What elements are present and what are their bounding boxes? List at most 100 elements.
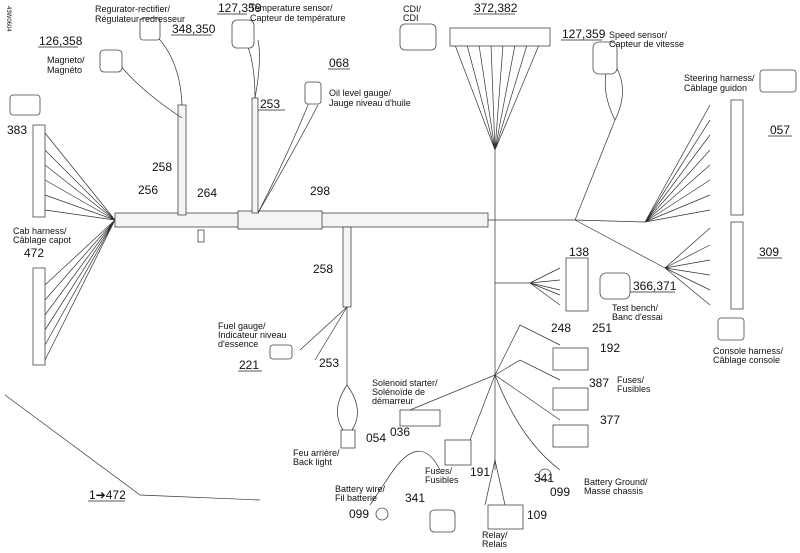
callout-341-ground: 341 bbox=[534, 471, 554, 485]
callout-258-mid: 258 bbox=[313, 262, 333, 276]
label-battery-wire-1: Battery wire/ bbox=[335, 484, 386, 494]
connector-blocks bbox=[9, 17, 797, 533]
callout-377: 377 bbox=[600, 413, 620, 427]
svg-text:Test bench/Banc d'essai: Test bench/Banc d'essai bbox=[612, 303, 663, 322]
callout-reference-472: 1➔472 bbox=[89, 488, 126, 502]
label-oil-2: Jauge niveau d'huile bbox=[329, 98, 411, 108]
label-speed-1: Speed sensor/ bbox=[609, 30, 668, 40]
label-regulator-2: Régulateur-redresseur bbox=[95, 14, 185, 24]
callout-309: 309 bbox=[759, 245, 779, 259]
label-regulator-1: Regurator-rectifier/ bbox=[95, 4, 171, 14]
svg-text:Fuses/Fusibles: Fuses/Fusibles bbox=[425, 466, 459, 485]
relay-109 bbox=[487, 504, 524, 530]
label-fuel-2: Indicateur niveau bbox=[218, 330, 287, 340]
callout-054: 054 bbox=[366, 431, 386, 445]
callout-472: 472 bbox=[24, 246, 44, 260]
fuse-holder-1 bbox=[552, 347, 589, 371]
label-fuses-bottom-2: Fusibles bbox=[425, 475, 459, 485]
svg-text:Console harness/Câblage consol: Console harness/Câblage console bbox=[713, 346, 784, 365]
callout-264: 264 bbox=[197, 186, 217, 200]
leader-underlines bbox=[38, 13, 792, 502]
callout-387: 387 bbox=[589, 376, 609, 390]
svg-text:Fuses/Fusibles: Fuses/Fusibles bbox=[617, 375, 651, 394]
callout-temp-sensor: 127,359 bbox=[218, 1, 262, 15]
callout-298: 298 bbox=[310, 184, 330, 198]
callout-258-top: 258 bbox=[152, 160, 172, 174]
label-oil-1: Oil level gauge/ bbox=[329, 88, 392, 98]
connector-138 bbox=[565, 257, 589, 312]
label-temp-2: Capteur de température bbox=[250, 13, 346, 23]
label-fuel-1: Fuel gauge/ bbox=[218, 321, 266, 331]
fuse-holder-3 bbox=[552, 424, 589, 448]
label-magneto-2: Magnéto bbox=[47, 65, 82, 75]
callout-191: 191 bbox=[470, 465, 490, 479]
svg-text:Feu arrière/Back light: Feu arrière/Back light bbox=[293, 448, 340, 467]
fuse-block bbox=[444, 439, 472, 466]
svg-text:Battery wire/Fil batterie: Battery wire/Fil batterie bbox=[335, 484, 386, 503]
callout-magneto: 126,358 bbox=[39, 34, 83, 48]
callout-256: 256 bbox=[138, 183, 158, 197]
svg-text:Battery Ground/Masse chassis: Battery Ground/Masse chassis bbox=[584, 477, 648, 496]
callout-099-wire: 099 bbox=[349, 507, 369, 521]
label-cdi-1: CDI/ bbox=[403, 4, 421, 14]
fuel-gauge-connector bbox=[269, 344, 293, 360]
svg-text:Magneto/Magnéto: Magneto/Magnéto bbox=[47, 55, 85, 75]
label-fuses-bottom-1: Fuses/ bbox=[425, 466, 453, 476]
callout-253-mid: 253 bbox=[319, 356, 339, 370]
connector-057 bbox=[730, 99, 744, 216]
oil-gauge-connector bbox=[304, 81, 322, 105]
label-magneto-1: Magneto/ bbox=[47, 55, 85, 65]
solenoid-connector bbox=[399, 409, 441, 427]
connector-472 bbox=[32, 267, 46, 366]
label-solenoid-1: Solenoid starter/ bbox=[372, 378, 438, 388]
label-backlight-2: Back light bbox=[293, 457, 333, 467]
label-speed-2: Capteur de vitesse bbox=[609, 39, 684, 49]
part-number-callouts: 127,359 348,350 126,358 372,382 127,359 … bbox=[7, 1, 790, 522]
console-plug bbox=[717, 317, 745, 341]
svg-text:Oil level gauge/Jauge niveau d: Oil level gauge/Jauge niveau d'huile bbox=[329, 88, 411, 108]
branch-wires bbox=[4, 27, 711, 506]
callout-cdi: 372,382 bbox=[474, 1, 518, 15]
callout-221: 221 bbox=[239, 358, 259, 372]
svg-text:Regurator-rectifier/Régulateur: Regurator-rectifier/Régulateur-redresseu… bbox=[95, 4, 185, 24]
svg-text:Cab harness/Câblage capot: Cab harness/Câblage capot bbox=[13, 226, 72, 245]
callout-109: 109 bbox=[527, 508, 547, 522]
callout-192: 192 bbox=[600, 341, 620, 355]
label-fuel-3: d'essence bbox=[218, 339, 258, 349]
label-ground-2: Masse chassis bbox=[584, 486, 644, 496]
callout-regulator: 348,350 bbox=[172, 22, 216, 36]
fuse-holder-2 bbox=[552, 387, 589, 411]
label-solenoid-3: démarreur bbox=[372, 396, 414, 406]
drawing-code: 43W0604 bbox=[5, 6, 11, 32]
label-cab-2: Câblage capot bbox=[13, 235, 72, 245]
callout-251: 251 bbox=[592, 321, 612, 335]
label-solenoid-2: Solénoïde de bbox=[372, 387, 425, 397]
callout-248: 248 bbox=[551, 321, 571, 335]
relay-plug bbox=[429, 509, 456, 533]
magneto-connector bbox=[99, 49, 123, 73]
main-harness bbox=[114, 97, 575, 470]
label-console-1: Console harness/ bbox=[713, 346, 784, 356]
callout-036: 036 bbox=[390, 425, 410, 439]
svg-text:Speed sensor/Capteur de vitess: Speed sensor/Capteur de vitesse bbox=[609, 30, 684, 49]
callout-383: 383 bbox=[7, 123, 27, 137]
callout-099-ground: 099 bbox=[550, 485, 570, 499]
callout-341-wire: 341 bbox=[405, 491, 425, 505]
cdi-unit bbox=[399, 23, 437, 51]
label-backlight-1: Feu arrière/ bbox=[293, 448, 340, 458]
battery-ring bbox=[375, 507, 389, 521]
component-labels: Regurator-rectifier/Régulateur-redresseu… bbox=[13, 3, 784, 549]
cab-plug bbox=[9, 94, 41, 116]
test-bench-plug bbox=[599, 272, 631, 300]
label-test-1: Test bench/ bbox=[612, 303, 659, 313]
label-relay-2: Relais bbox=[482, 539, 508, 549]
temp-sensor-connector bbox=[231, 19, 255, 49]
label-steering-1: Steering harness/ bbox=[684, 73, 755, 83]
callout-057: 057 bbox=[770, 123, 790, 137]
speed-sensor bbox=[592, 41, 618, 75]
callout-138: 138 bbox=[569, 245, 589, 259]
